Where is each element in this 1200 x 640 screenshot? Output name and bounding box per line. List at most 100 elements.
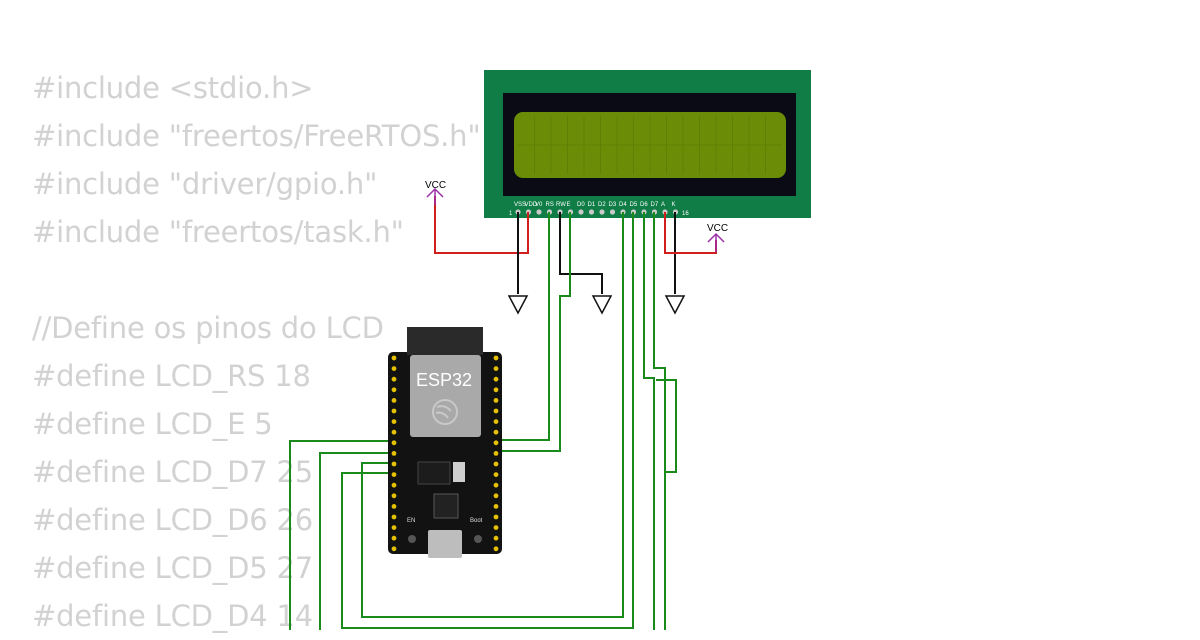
esp32-pin[interactable] xyxy=(391,451,397,456)
wire-rw-gnd[interactable] xyxy=(559,212,603,294)
esp32-pin[interactable] xyxy=(391,398,397,403)
lcd-pin[interactable] xyxy=(609,209,616,215)
esp32-right-pin-header xyxy=(493,355,499,552)
esp32-pin[interactable] xyxy=(493,419,499,424)
esp32-pin[interactable] xyxy=(391,504,397,509)
esp32-capacitor xyxy=(453,462,465,482)
lcd-pin[interactable] xyxy=(599,209,605,215)
esp32-pin[interactable] xyxy=(391,387,397,393)
boot-button-icon[interactable] xyxy=(474,535,482,543)
lcd-pin[interactable] xyxy=(536,209,542,215)
lcd-pin[interactable] xyxy=(588,209,595,215)
lcd-pin-label: K xyxy=(672,202,676,208)
esp32-pin[interactable] xyxy=(391,472,397,477)
espressif-logo-icon xyxy=(432,399,458,425)
esp32-pin[interactable] xyxy=(391,376,397,382)
esp32-pin[interactable] xyxy=(493,398,499,403)
esp32-pin[interactable] xyxy=(493,535,499,541)
en-button-icon[interactable] xyxy=(408,535,416,543)
wire-rs[interactable] xyxy=(500,212,550,441)
lcd-pin-label: VDD xyxy=(525,202,538,208)
lcd-pin-label: VSS xyxy=(514,202,526,208)
lcd-pin-label: A xyxy=(661,202,665,208)
code-line: #define LCD_D7 25 xyxy=(32,455,313,489)
ground-symbol-1 xyxy=(507,295,529,315)
esp32-board[interactable]: ESP32 Boot EN xyxy=(388,327,502,558)
wire-d7-to-esp[interactable] xyxy=(289,440,394,630)
esp32-pin[interactable] xyxy=(493,482,499,488)
esp32-left-pin-header xyxy=(391,355,397,552)
ground-symbol-3 xyxy=(664,295,686,315)
esp32-pin[interactable] xyxy=(391,482,397,488)
esp32-pin[interactable] xyxy=(493,504,499,509)
lcd-pin-label: D7 xyxy=(651,202,659,208)
lcd-pin[interactable] xyxy=(578,209,584,215)
lcd-pin-first-label: 1 xyxy=(509,211,513,217)
esp32-pin[interactable] xyxy=(391,546,397,552)
esp32-antenna xyxy=(407,327,483,355)
esp32-pin[interactable] xyxy=(391,535,397,541)
esp32-pin[interactable] xyxy=(391,419,397,424)
boot-label: Boot xyxy=(470,518,483,524)
esp32-pin[interactable] xyxy=(391,440,397,446)
esp32-pin[interactable] xyxy=(391,355,397,361)
esp32-pin[interactable] xyxy=(391,366,397,371)
esp32-pin[interactable] xyxy=(493,493,499,499)
esp32-pin[interactable] xyxy=(493,451,499,456)
esp32-usb-connector xyxy=(428,530,462,558)
wire-vdd-vcc[interactable] xyxy=(434,196,529,254)
esp32-pin[interactable] xyxy=(493,429,499,435)
lcd-pin-label: D3 xyxy=(609,202,617,208)
esp32-pin[interactable] xyxy=(391,514,397,520)
esp32-module-shield xyxy=(410,355,481,437)
esp32-pin[interactable] xyxy=(493,514,499,520)
lcd-pin-label: D6 xyxy=(640,202,648,208)
code-line: //Define os pinos do LCD xyxy=(32,311,384,345)
wire-d6-loop[interactable] xyxy=(656,379,677,473)
esp32-pin[interactable] xyxy=(493,546,499,552)
code-line: #include <stdio.h> xyxy=(32,71,314,105)
lcd-pin-label: D2 xyxy=(598,202,606,208)
esp32-pin[interactable] xyxy=(493,472,499,477)
wire-d6[interactable] xyxy=(643,212,655,630)
ground-symbol-2 xyxy=(591,295,613,315)
code-listing: #include <stdio.h> #include "freertos/Fre… xyxy=(32,64,481,640)
code-line: #define LCD_E 5 xyxy=(32,407,273,441)
wire-d7[interactable] xyxy=(653,212,666,630)
wire-d4[interactable] xyxy=(361,212,624,618)
esp32-pin[interactable] xyxy=(493,461,499,467)
vcc-label-left: VCC xyxy=(425,180,446,191)
esp32-pin[interactable] xyxy=(493,387,499,393)
code-line: #include "freertos/task.h" xyxy=(32,215,404,249)
wire-d5[interactable] xyxy=(341,212,634,629)
lcd-character-grid xyxy=(518,116,782,174)
esp32-pin[interactable] xyxy=(493,366,499,371)
esp32-regulator xyxy=(417,461,451,485)
lcd-pin-last-label: 16 xyxy=(682,211,689,217)
code-line: #define LCD_RS 18 xyxy=(32,359,311,393)
esp32-pin[interactable] xyxy=(391,461,397,467)
esp32-pin[interactable] xyxy=(493,525,499,530)
esp32-pin[interactable] xyxy=(493,376,499,382)
esp32-usb-chip xyxy=(433,493,459,519)
code-line: #include "driver/gpio.h" xyxy=(32,167,378,201)
esp32-pin[interactable] xyxy=(493,355,499,361)
lcd-pin-label: E xyxy=(567,202,571,208)
esp32-pin[interactable] xyxy=(493,440,499,446)
wire-e[interactable] xyxy=(500,212,571,452)
esp32-pin[interactable] xyxy=(391,493,397,499)
esp32-pin[interactable] xyxy=(391,429,397,435)
lcd-pin-label: RW xyxy=(556,202,566,208)
code-line: #define LCD_D6 26 xyxy=(32,503,313,537)
esp32-pin[interactable] xyxy=(493,408,499,414)
lcd-pin-label: V0 xyxy=(535,202,543,208)
code-line: #define LCD_D5 27 xyxy=(32,551,313,585)
esp32-pin[interactable] xyxy=(391,408,397,414)
code-line: #include "freertos/FreeRTOS.h" xyxy=(32,119,481,153)
vcc-label-right: VCC xyxy=(707,223,728,234)
en-label: EN xyxy=(407,518,415,524)
wire-d6-to-esp[interactable] xyxy=(319,452,394,630)
lcd-pin-label: D1 xyxy=(588,202,596,208)
esp32-pin[interactable] xyxy=(391,525,397,530)
